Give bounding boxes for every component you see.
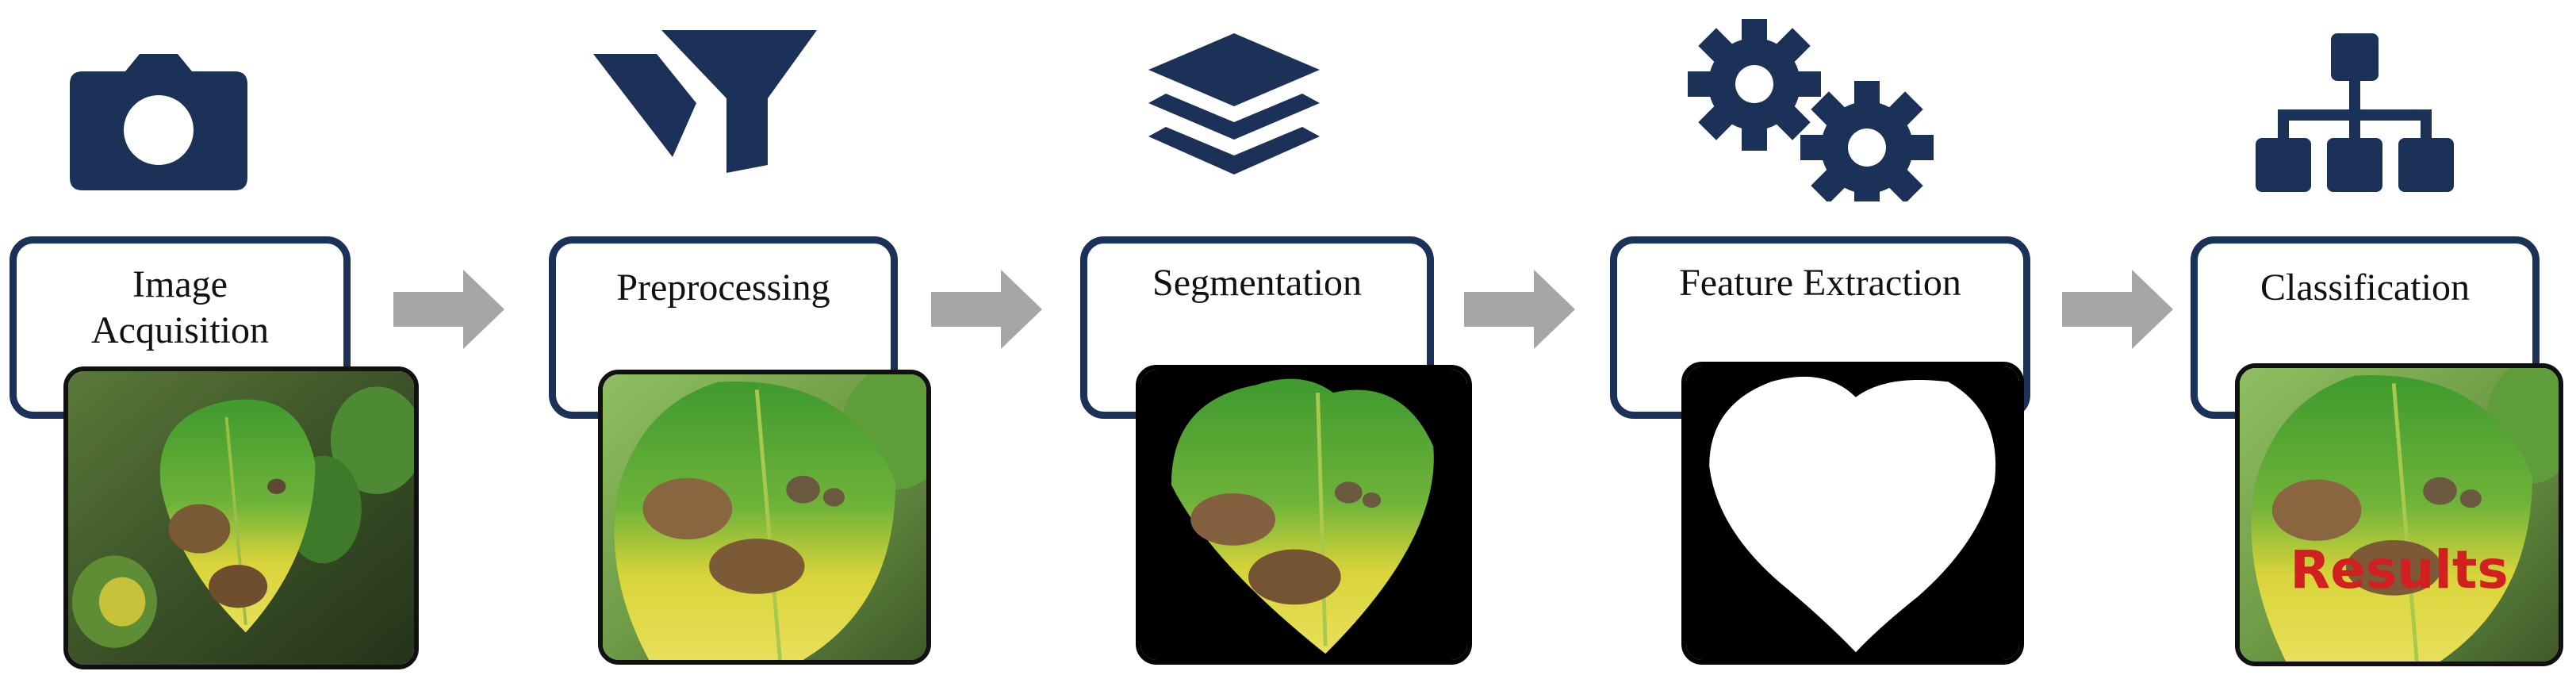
segmented-leaf-image (1136, 365, 1472, 665)
stage-label: Feature Extraction (1679, 262, 1961, 304)
filter-icon (593, 30, 817, 173)
hierarchy-icon (2256, 33, 2454, 192)
leaf-mask-image (1681, 362, 2024, 665)
stage-classification: Classification Results (2183, 0, 2576, 675)
stage-feature-extraction: Feature Extraction (1607, 0, 2030, 675)
flow-arrow (393, 270, 504, 349)
classified-leaf-image: Results (2235, 363, 2563, 666)
preprocessed-leaf-image (598, 370, 931, 665)
stage-label: Segmentation (1152, 262, 1362, 304)
stage-label-line-2: Acquisition (91, 309, 269, 351)
results-overlay-text: Results (2290, 539, 2509, 600)
camera-icon (70, 54, 247, 190)
stage-preprocessing: Preprocessing (542, 0, 955, 675)
flow-arrow (1464, 270, 1575, 349)
stage-image-acquisition: Image Acquisition (0, 0, 419, 675)
stage-segmentation: Segmentation (1072, 0, 1485, 675)
flow-arrow (931, 270, 1042, 349)
raw-leaf-image (63, 366, 419, 669)
gears-icon (1688, 19, 1934, 201)
stage-label-line-1: Image (132, 263, 228, 305)
stage-label: Classification (2260, 267, 2470, 309)
layers-icon (1148, 33, 1320, 175)
stage-label: Preprocessing (616, 267, 830, 309)
flow-arrow (2062, 270, 2173, 349)
